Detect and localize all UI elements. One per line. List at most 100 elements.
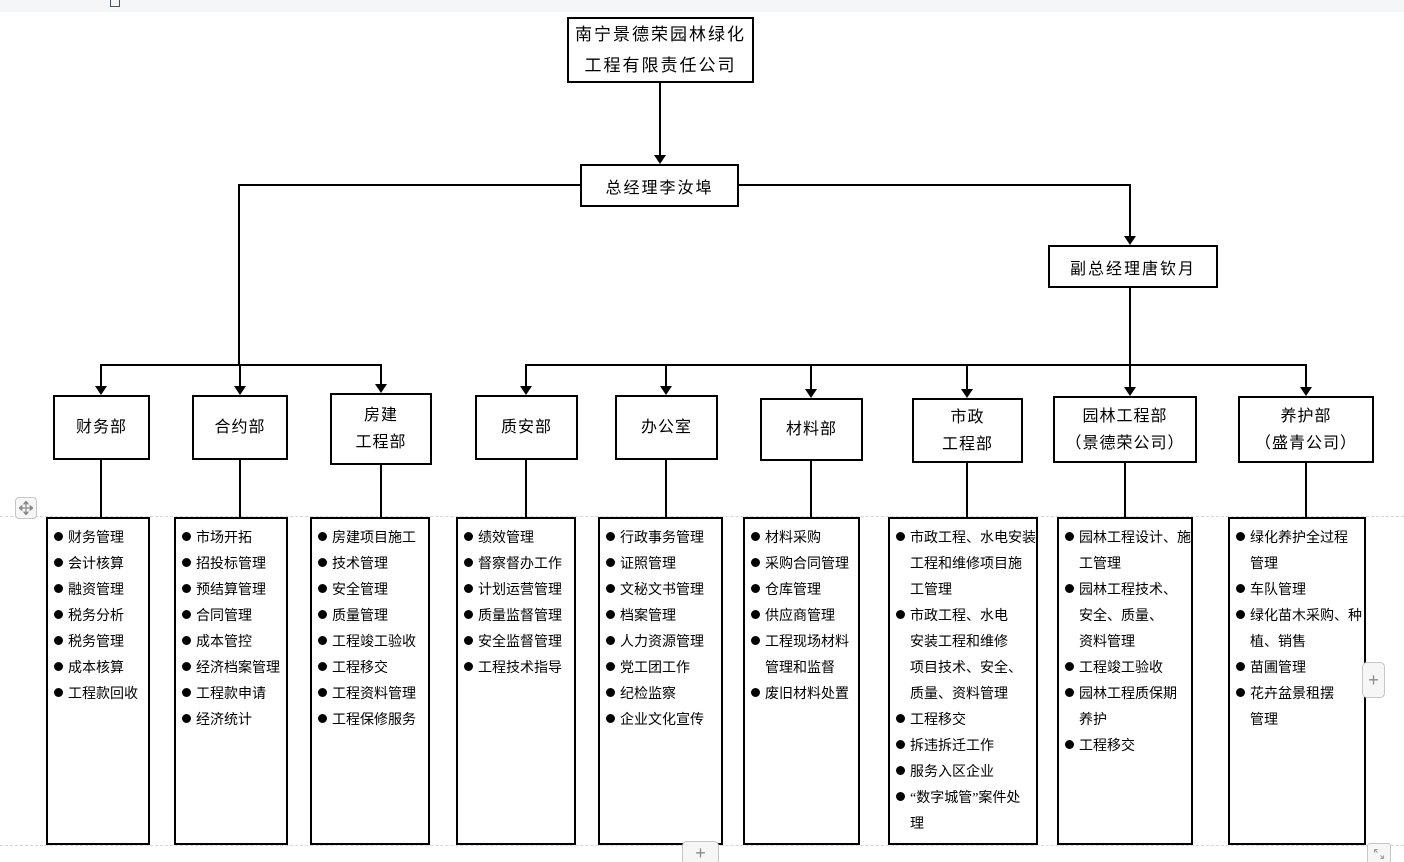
duty-list-materials[interactable]: 材料采购采购合同管理仓库管理供应商管理工程现场材料管理和监督废旧材料处置 [743,517,860,845]
dept-box-landscape-eng[interactable]: 园林工程部 （景德荣公司） [1053,396,1197,463]
duty-item: 园林工程设计、施 [1065,526,1191,552]
bullet-icon [751,688,760,697]
duty-list-landscape-eng[interactable]: 园林工程设计、施工管理园林工程技术、安全、质量、资料管理工程竣工验收园林工程质保… [1057,517,1193,845]
bullet-icon [182,714,191,723]
duty-item: 会计核算 [54,552,146,578]
dept-name: 质安部 [500,419,552,436]
duty-item: 绿化苗木采购、种 [1236,604,1362,630]
connector [966,364,968,389]
connector [1305,364,1307,387]
bullet-icon [318,662,327,671]
arrowhead [1300,387,1312,396]
bullet-icon [606,662,615,671]
company-root-box[interactable]: 南宁景德荣园林绿化 工程有限责任公司 [567,17,754,83]
duty-item: 税务管理 [54,630,146,656]
duty-list-quality-safety[interactable]: 绩效管理督察督办工作计划运营管理质量监督管理安全监督管理工程技术指导 [456,517,576,845]
duty-list-municipal-eng[interactable]: 市政工程、水电安装工程和维修项目施工管理市政工程、水电安装工程和维修项目技术、安… [888,517,1038,845]
arrowhead [375,384,387,393]
duty-item: 企业文化宣传 [606,708,719,734]
small-square-icon [110,0,120,7]
connector [525,364,1307,366]
connector [739,184,1131,186]
duty-item: 市政工程、水电安装 [896,526,1036,552]
expand-icon [1373,848,1385,860]
duty-item: 质量监督管理 [464,604,572,630]
bullet-icon [54,584,63,593]
bullet-icon [464,584,473,593]
duty-item: 工程竣工验收 [318,630,426,656]
duty-item: 供应商管理 [751,604,856,630]
bullet-icon [751,558,760,567]
duty-list-office[interactable]: 行政事务管理证照管理文秘文书管理档案管理人力资源管理党工团工作纪检监察企业文化宣… [598,517,723,845]
connector [239,460,241,517]
duty-item: 人力资源管理 [606,630,719,656]
connector [1129,364,1131,387]
arrowhead [660,386,672,395]
bullet-icon [54,532,63,541]
duty-item: 督察督办工作 [464,552,572,578]
dept-box-office[interactable]: 办公室 [615,395,718,460]
duty-item: 招投标管理 [182,552,284,578]
duty-item: 成本管控 [182,630,284,656]
plus-icon: + [1368,670,1379,690]
duty-list-contract[interactable]: 市场开拓招投标管理预结算管理合同管理成本管控经济档案管理工程款申请经济统计 [174,517,288,845]
bullet-icon [182,532,191,541]
connector [100,460,102,517]
bullet-icon [464,636,473,645]
duty-item: 合同管理 [182,604,284,630]
bullet-icon [318,610,327,619]
pan-handle-button[interactable] [15,497,37,519]
bullet-icon [182,558,191,567]
duty-item: 市政工程、水电 [896,604,1034,630]
dept-box-contract[interactable]: 合约部 [192,395,288,460]
bullet-icon [464,610,473,619]
bullet-icon [464,558,473,567]
zoom-in-button[interactable]: + [1362,662,1385,698]
bullet-icon [1065,532,1074,541]
dept-box-finance[interactable]: 财务部 [53,395,150,460]
duty-list-finance[interactable]: 财务管理会计核算融资管理税务分析税务管理成本核算工程款回收 [46,517,150,845]
duty-line-continuation: 工管理 [910,583,952,598]
bullet-icon [606,610,615,619]
connector [380,364,382,384]
duty-item: 绿化养护全过程 [1236,526,1362,552]
dept-box-building-eng[interactable]: 房建 工程部 [330,393,432,465]
duty-item: 工程保修服务 [318,708,426,734]
deputy-general-manager-box[interactable]: 副总经理唐钦月 [1048,245,1218,288]
bullet-icon [182,688,191,697]
general-manager-box[interactable]: 总经理李汝埠 [580,164,739,207]
duty-item: 房建项目施工 [318,526,426,552]
dept-box-municipal-eng[interactable]: 市政 工程部 [912,398,1023,463]
connector [1124,463,1126,517]
dept-box-materials[interactable]: 材料部 [760,398,863,461]
duty-line-continuation: 植、销售 [1250,635,1306,650]
move-icon [19,501,33,515]
bullet-icon [896,532,905,541]
dept-box-quality-safety[interactable]: 质安部 [475,395,578,460]
bullet-icon [1065,740,1074,749]
bullet-icon [464,662,473,671]
dept-name: 合约部 [214,419,266,436]
add-button[interactable]: + [682,841,719,862]
bullet-icon [606,688,615,697]
duty-item: 工程移交 [896,708,1034,734]
duty-item: 安全管理 [318,578,426,604]
top-bar [0,0,1404,12]
bullet-icon [1236,688,1245,697]
duty-item: 经济档案管理 [182,656,284,682]
bullet-icon [318,532,327,541]
bullet-icon [1236,610,1245,619]
duty-list-building-eng[interactable]: 房建项目施工技术管理安全管理质量管理工程竣工验收工程移交工程资料管理工程保修服务 [310,517,430,845]
duty-item: 园林工程技术、 [1065,578,1189,604]
duty-list-maintenance[interactable]: 绿化养护全过程管理车队管理绿化苗木采购、种植、销售苗圃管理花卉盆景租摆管理 [1228,517,1366,845]
dept-box-maintenance[interactable]: 养护部 （盛青公司） [1238,396,1374,463]
duty-line-continuation: 安装工程和维修 [910,635,1008,650]
duty-item: 安全监督管理 [464,630,572,656]
bullet-icon [606,532,615,541]
bullet-icon [896,610,905,619]
dept-name: 市政 工程部 [941,408,993,453]
connector [1129,184,1131,237]
connector [665,460,667,517]
dept-name: 房建 工程部 [355,407,407,451]
expand-button[interactable] [1367,843,1391,862]
